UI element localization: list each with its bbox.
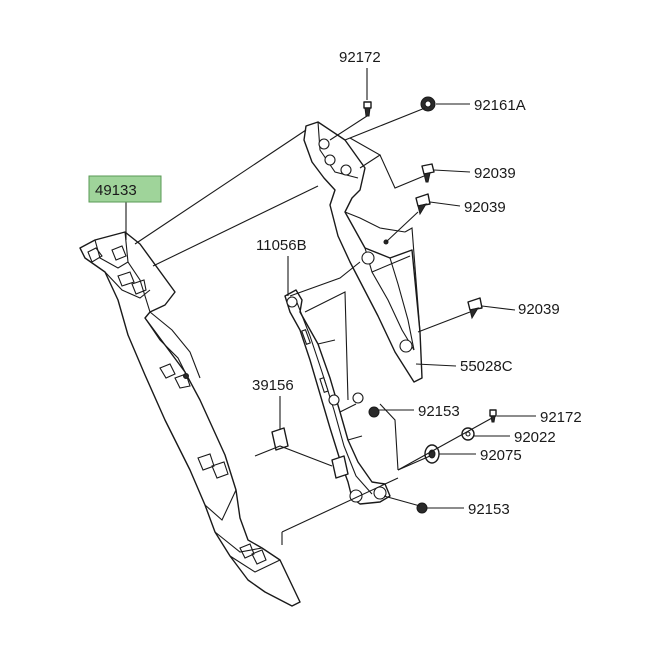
- nut-92153-b: [416, 502, 428, 514]
- label-92039-a: 92039: [474, 165, 516, 182]
- label-92153-b: 92153: [468, 501, 510, 518]
- leader-lines: [125, 68, 536, 509]
- label-92022: 92022: [514, 429, 556, 446]
- highlight-box: [88, 175, 162, 203]
- label-92075: 92075: [480, 447, 522, 464]
- screw-92172-b: [489, 409, 497, 423]
- clip-92039-b: [415, 193, 431, 216]
- clip-92039-a: [421, 163, 435, 183]
- nut-92153-a: [368, 406, 380, 418]
- label-92161A: 92161A: [474, 97, 526, 114]
- label-92039-b: 92039: [464, 199, 506, 216]
- label-92039-c: 92039: [518, 301, 560, 318]
- screw-92172-top: [363, 101, 372, 117]
- grommet-92161A: [420, 96, 436, 112]
- label-92153-a: 92153: [418, 403, 460, 420]
- assembly-lines: [134, 107, 493, 545]
- label-39156: 39156: [252, 377, 294, 394]
- label-92172-top: 92172: [339, 49, 381, 66]
- clip-92039-c: [467, 297, 483, 320]
- label-11056B: 11056B: [256, 237, 307, 254]
- strap-bracket: [284, 289, 391, 505]
- rubber-pads: [271, 427, 349, 479]
- label-49133: 49133: [95, 182, 137, 199]
- label-55028C: 55028C: [460, 358, 513, 375]
- label-92172-b: 92172: [540, 409, 582, 426]
- part-labels: 49133 92172 92161A 92039 92039 11056B 92…: [95, 49, 582, 518]
- side-cover-panel: [79, 231, 301, 607]
